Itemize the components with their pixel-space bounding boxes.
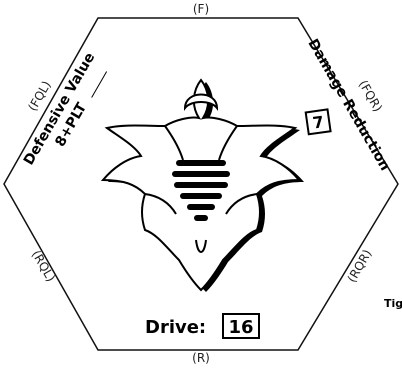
drive-label: Drive: <box>145 317 206 338</box>
drive-block: Drive: 16 <box>145 314 259 338</box>
facing-front-label: (F) <box>193 2 209 16</box>
facing-rear-label: (R) <box>192 351 210 365</box>
damage-reduction-value-box: 7 <box>306 109 331 134</box>
drive-value: 16 <box>228 317 253 338</box>
cutoff-label: Tig <box>384 297 402 310</box>
